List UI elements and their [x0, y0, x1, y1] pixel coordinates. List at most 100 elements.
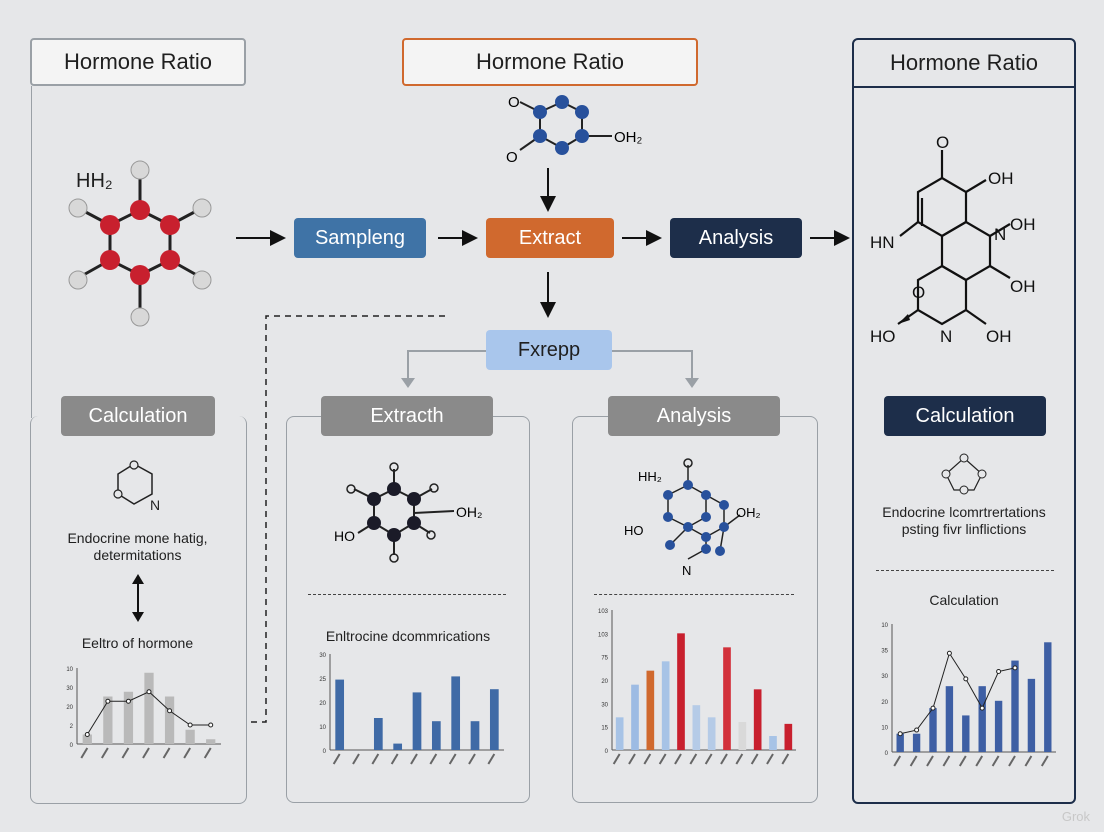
x-tick-mark	[1024, 755, 1033, 767]
double-arrow-icon	[132, 574, 144, 622]
svg-text:OH: OH	[988, 169, 1014, 188]
svg-text:HO: HO	[870, 327, 896, 346]
bar	[945, 686, 954, 752]
x-tick-mark	[689, 753, 698, 765]
trend-point	[897, 731, 903, 737]
analysis-molecule: HH₂ OH₂ HO N	[624, 458, 761, 578]
tick-label: 10	[881, 725, 888, 731]
bar	[646, 670, 655, 750]
bar	[335, 679, 345, 750]
svg-text:O: O	[936, 133, 949, 152]
trend-point	[146, 689, 152, 695]
bar	[962, 715, 970, 752]
tick-label: 0	[323, 749, 327, 755]
svg-text:HO: HO	[624, 523, 644, 538]
trend-point	[208, 722, 214, 728]
svg-text:N: N	[150, 497, 160, 513]
x-tick-mark	[750, 753, 759, 765]
bar	[393, 743, 403, 750]
bar	[978, 686, 986, 752]
tick-label: 103	[598, 609, 609, 615]
right-title-sep	[852, 86, 1076, 88]
x-tick-mark	[162, 747, 171, 759]
dashed-connector	[248, 315, 445, 723]
bar	[707, 717, 716, 750]
tick-label: 30	[66, 686, 73, 692]
left-desc2: Eeltro of hormone	[81, 635, 194, 651]
x-tick-mark	[487, 753, 496, 765]
svg-text:N: N	[940, 327, 952, 346]
bar	[489, 689, 499, 750]
tick-label: 0	[605, 749, 609, 755]
analysis-panel-label: Analysis	[608, 396, 780, 436]
x-tick-mark	[371, 753, 380, 765]
bar	[994, 700, 1003, 752]
x-tick-mark	[352, 753, 360, 765]
sampling-step[interactable]: Sampleng	[294, 218, 426, 258]
trend-point	[979, 705, 985, 711]
tick-label: 75	[601, 656, 608, 662]
tick-label: 15	[601, 726, 608, 732]
bar	[164, 696, 175, 744]
tick-label: 30	[881, 674, 888, 680]
svg-text:HH₂: HH₂	[638, 469, 662, 484]
right-molecule: O OH HN N OH OH O N HO OH	[870, 133, 1036, 346]
svg-text:N: N	[682, 563, 691, 578]
trend-point	[946, 650, 952, 656]
x-tick-mark	[121, 747, 130, 759]
x-tick-mark	[909, 755, 918, 767]
analysis-step[interactable]: Analysis	[670, 218, 802, 258]
trend-point	[167, 708, 173, 714]
tick-label: 20	[601, 679, 608, 685]
trend-point	[914, 727, 920, 733]
extract-step[interactable]: Extract	[486, 218, 614, 258]
molecule-label-hh2: HH₂	[76, 170, 113, 192]
x-tick-mark	[893, 755, 902, 767]
x-tick-mark	[658, 753, 667, 765]
x-tick-mark	[100, 747, 109, 759]
svg-text:HN: HN	[870, 233, 895, 252]
x-tick-mark	[643, 753, 652, 765]
trend-point	[1012, 665, 1018, 671]
bar	[206, 739, 216, 744]
tick-label: 35	[881, 649, 888, 655]
bar	[412, 692, 422, 750]
x-tick-mark	[628, 753, 636, 765]
center-o2: O	[506, 149, 518, 166]
fxrepp-step[interactable]: Fxrepp	[486, 330, 612, 370]
trend-line	[900, 652, 1016, 735]
svg-text:OH₂: OH₂	[456, 504, 482, 520]
svg-text:OH: OH	[1010, 215, 1036, 234]
x-tick-mark	[448, 753, 457, 765]
bar	[723, 647, 731, 750]
benzene-molecule	[68, 160, 212, 327]
trend-point	[187, 722, 193, 728]
triangle-ring-icon	[941, 453, 987, 495]
bar	[738, 722, 747, 750]
right-calc-pill: Calculation	[884, 396, 1046, 436]
x-tick-mark	[926, 755, 934, 767]
bar	[677, 633, 685, 750]
trend-point	[105, 698, 111, 704]
bar	[123, 691, 134, 744]
tick-label: 10	[881, 623, 888, 629]
bar	[1011, 660, 1019, 752]
x-tick-mark	[781, 753, 790, 765]
tick-label: 30	[601, 702, 608, 708]
bar	[373, 718, 383, 750]
tick-label: 10	[319, 725, 326, 731]
tick-label: 0	[70, 743, 74, 749]
svg-text:OH₂: OH₂	[736, 505, 761, 520]
trend-point	[125, 698, 131, 704]
svg-text:OH: OH	[986, 327, 1012, 346]
left-desc: Endocrine mone hatig, determitations	[67, 530, 208, 563]
bar	[1027, 678, 1036, 752]
tick-label: 103	[598, 632, 609, 638]
x-tick-mark	[991, 755, 1000, 767]
x-tick-mark	[958, 755, 967, 767]
x-tick-mark	[975, 755, 984, 767]
extract-molecule: HO OH₂	[334, 462, 482, 563]
